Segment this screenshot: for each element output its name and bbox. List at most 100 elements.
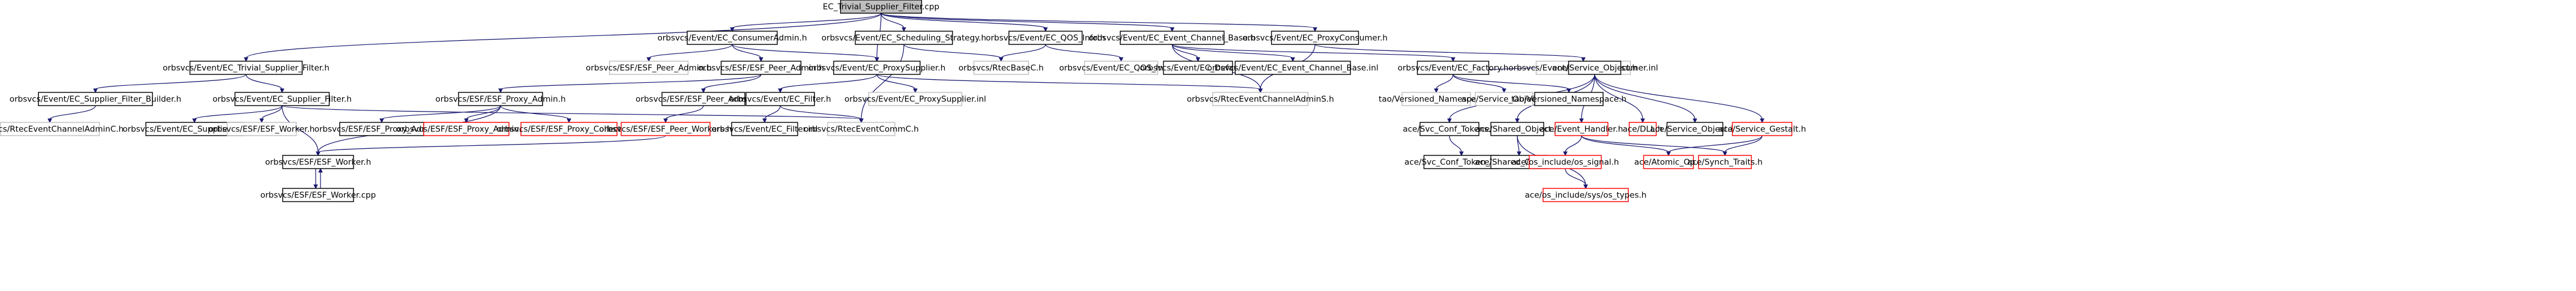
graph-node-esfproxyadmincpp[interactable]: orbsvcs/ESF/ESF_Proxy_Admin.cpp bbox=[396, 122, 537, 136]
node-box bbox=[1732, 122, 1793, 136]
edge-arrowhead bbox=[913, 88, 918, 94]
graph-node-aceatomicop[interactable]: ace/Atomic_Op.h bbox=[1634, 155, 1703, 169]
graph-node-ecfilter[interactable]: orbsvcs/Event/EC_Filter.h bbox=[729, 92, 831, 106]
graph-node-ecqos[interactable]: orbsvcs/Event/EC_QOS_Info.h bbox=[986, 31, 1106, 45]
node-box bbox=[282, 155, 354, 169]
graph-node-esfpeerworkers[interactable]: orbsvcs/ESF/ESF_Peer_Workers.h bbox=[599, 122, 732, 136]
dependency-edge bbox=[780, 74, 877, 90]
graph-node-tao_vn2[interactable]: tao/Versioned_Namespace.h bbox=[1511, 92, 1627, 106]
graph-node-esfproxyadmin[interactable]: orbsvcs/ESF/ESF_Proxy_Admin.h bbox=[435, 92, 566, 106]
graph-node-root[interactable]: EC_Trivial_Supplier_Filter.cpp bbox=[823, 0, 939, 14]
edge-arrowhead bbox=[1693, 118, 1697, 124]
graph-node-ecproxysupp[interactable]: orbsvcs/Event/EC_ProxySupplier.h bbox=[808, 61, 946, 75]
node-box bbox=[1008, 31, 1083, 45]
edge-arrowhead bbox=[1515, 118, 1520, 124]
graph-node-ecqosinl[interactable]: orbsvcs/Event/EC_QOS_Info.inl bbox=[1059, 61, 1184, 75]
graph-node-ecsuppfilterbuilder[interactable]: orbsvcs/Event/EC_Supplier_Filter_Builder… bbox=[10, 92, 181, 106]
node-box bbox=[1401, 92, 1471, 106]
node-label: orbsvcs/Event/EC_QOS_Info.inl bbox=[1059, 64, 1184, 73]
edge-arrowhead bbox=[999, 57, 1004, 62]
node-label: orbsvcs/ESF/ESF_Worker.cpp bbox=[260, 191, 376, 200]
graph-node-esfproxycoll[interactable]: orbsvcs/ESF/ESF_Proxy_Collection.h bbox=[497, 122, 642, 136]
graph-node-ecfilterinl[interactable]: orbsvcs/Event/EC_Filter.inl bbox=[712, 122, 818, 136]
graph-node-ecechanbaseinl[interactable]: orbsvcs/Event/EC_Event_Channel_Base.inl bbox=[1207, 61, 1379, 75]
graph-node-ecsched[interactable]: orbsvcs/Event/EC_Scheduling_Strategy.h bbox=[822, 31, 986, 45]
graph-node-ecechanbase[interactable]: orbsvcs/Event/EC_Event_Channel_Base.h bbox=[1089, 31, 1256, 45]
graph-node-rtecbasec[interactable]: orbsvcs/RtecBaseC.h bbox=[958, 61, 1044, 75]
node-label: ace/Event_Handler.h bbox=[1540, 125, 1624, 134]
graph-node-acesynchtraits[interactable]: ace/Synch_Traits.h bbox=[1687, 155, 1763, 169]
graph-node-esfworkercpp[interactable]: orbsvcs/ESF/ESF_Worker.cpp bbox=[260, 188, 376, 202]
graph-node-rtecechanadminc[interactable]: orbsvcs/RtecEventChannelAdminC.h bbox=[0, 122, 124, 136]
edge-arrowhead bbox=[498, 88, 503, 94]
edge-arrowhead bbox=[1760, 118, 1765, 124]
node-label: orbsvcs/ESF/ESF_Worker.h bbox=[265, 158, 372, 167]
graph-node-aceservobj[interactable]: ace/Service_Object.h bbox=[1552, 61, 1637, 75]
node-label: ace/Service_Gestalt.h bbox=[1718, 125, 1806, 134]
dependency-edge bbox=[1045, 44, 1122, 59]
graph-node-aceserviceobjh[interactable]: ace/Service_Object.h bbox=[1461, 92, 1547, 106]
node-label: ace/Svc_Conf_Tokens.h bbox=[1403, 125, 1496, 134]
dependency-edge bbox=[732, 44, 762, 59]
node-box bbox=[1212, 92, 1309, 106]
graph-node-ectrivial[interactable]: orbsvcs/Event/EC_Trivial_Supplier_Filter… bbox=[163, 61, 330, 75]
graph-node-esfpeeradminh[interactable]: orbsvcs/ESF/ESF_Peer_Admin.h bbox=[698, 61, 824, 75]
graph-node-esfworkerh1[interactable]: orbsvcs/ESF/ESF_Worker.h bbox=[209, 122, 315, 136]
graph-node-esfpeeradmincpp[interactable]: orbsvcs/ESF/ESF_Peer_Admin.cpp bbox=[636, 92, 771, 106]
node-box bbox=[1666, 122, 1724, 136]
graph-node-aceossignal[interactable]: ace/os_include/os_signal.h bbox=[1512, 155, 1619, 169]
graph-node-aceservobjinl[interactable]: ace/Service_Object.inl bbox=[1650, 122, 1740, 136]
graph-node-aceeventhandler[interactable]: ace/Event_Handler.h bbox=[1540, 122, 1624, 136]
dependency-edge bbox=[1172, 44, 1199, 59]
edge-arrowhead bbox=[464, 118, 469, 124]
graph-node-acesvcconftokens[interactable]: ace/Svc_Conf_Tokens.h bbox=[1403, 122, 1496, 136]
edge-arrowhead bbox=[1313, 27, 1317, 32]
edge-arrowhead bbox=[1723, 151, 1727, 157]
dependency-edge bbox=[281, 105, 319, 153]
node-box bbox=[840, 0, 922, 14]
graph-node-ecproxycons[interactable]: orbsvcs/Event/EC_ProxyConsumer.h bbox=[1242, 31, 1388, 45]
edge-arrowhead bbox=[1451, 57, 1455, 62]
node-box bbox=[1542, 188, 1629, 202]
node-box bbox=[745, 92, 815, 106]
node-label: ace/os_include/os_signal.h bbox=[1512, 158, 1619, 167]
node-label: orbsvcs/ESF/ESF_Peer_Workers.h bbox=[599, 125, 732, 134]
node-label: orbsvcs/ESF/ESF_Proxy_Collection.h bbox=[497, 125, 642, 134]
node-box bbox=[1534, 92, 1604, 106]
node-label: ace/Synch_Traits.h bbox=[1687, 158, 1762, 167]
edge-arrowhead bbox=[313, 184, 318, 190]
edge-arrowhead bbox=[778, 88, 783, 94]
dependency-edge bbox=[381, 105, 501, 120]
edge-arrowhead bbox=[280, 88, 284, 94]
graph-node-ecdefaults[interactable]: orbsvcs/Event/EC_Defaults.h bbox=[1140, 61, 1256, 75]
graph-node-aceservgestalt[interactable]: ace/Service_Gestalt.h bbox=[1718, 122, 1806, 136]
edge-arrowhead bbox=[1640, 118, 1645, 124]
graph-node-ecfactory[interactable]: orbsvcs/Event/EC_Factory.h bbox=[1398, 61, 1509, 75]
graph-node-esfpeeradmin[interactable]: orbsvcs/ESF/ESF_Peer_Admin.h bbox=[586, 61, 712, 75]
graph-node-acedll[interactable]: ace/DLL.h bbox=[1623, 122, 1663, 136]
graph-node-esfworkerh[interactable]: orbsvcs/ESF/ESF_Worker.h bbox=[265, 155, 372, 169]
edge-arrowhead bbox=[192, 118, 197, 124]
graph-node-rtecechanadmins[interactable]: orbsvcs/RtecEventChannelAdminS.h bbox=[1187, 92, 1334, 106]
edge-arrowhead bbox=[759, 57, 763, 62]
graph-node-ecproxysuppinl[interactable]: orbsvcs/Event/EC_ProxySupplier.inl bbox=[844, 92, 986, 106]
dependency-edge bbox=[1172, 44, 1293, 59]
graph-node-tao_vn1[interactable]: tao/Versioned_Namespace.h bbox=[1379, 92, 1494, 106]
graph-node-ecsuppfilter[interactable]: orbsvcs/Event/EC_Supplier_Filter.h bbox=[212, 92, 352, 106]
graph-node-aceostypes[interactable]: ace/os_include/sys/os_types.h bbox=[1525, 188, 1647, 202]
node-label: orbsvcs/Event/EC_Event_Channel_Base.h bbox=[1089, 34, 1256, 43]
node-label: orbsvcs/Event/EC_Event_Channel_Base.inl bbox=[1207, 64, 1378, 73]
edge-arrowhead bbox=[646, 57, 651, 62]
dependency-edge bbox=[1565, 168, 1586, 186]
graph-node-ecconsadmin[interactable]: orbsvcs/Event/EC_ConsumerAdmin.h bbox=[657, 31, 807, 45]
edge-arrowhead bbox=[47, 118, 52, 124]
node-box bbox=[1271, 31, 1359, 45]
dependency-edge bbox=[500, 105, 570, 120]
graph-node-acesharedobj[interactable]: ace/Shared_Object.h bbox=[1475, 122, 1559, 136]
graph-node-esfproxyadmininl[interactable]: orbsvcs/ESF/ESF_Proxy_Admin.inl bbox=[314, 122, 450, 136]
node-box bbox=[855, 31, 953, 45]
node-box bbox=[423, 122, 510, 136]
node-box bbox=[189, 61, 303, 75]
dependency-edge bbox=[194, 105, 283, 120]
graph-node-rteceventcommc[interactable]: orbsvcs/RtecEventCommC.h bbox=[804, 122, 919, 136]
